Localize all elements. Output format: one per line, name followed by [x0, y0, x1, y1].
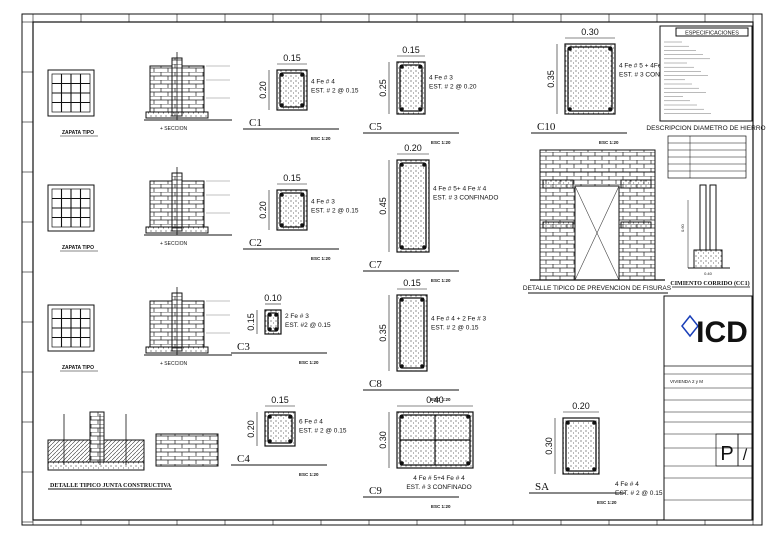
scale-label: ESC 1:20	[311, 256, 331, 261]
section-stirrups: EST. # 2 @ 0.20	[429, 83, 477, 90]
column-section-c10: 0.30 0.35 4 Fe # 5 + 4Fe # 4 EST. # 3 CONFI…	[531, 27, 684, 145]
junta-label: DETALLE TIPICO JUNTA CONSTRUCTIVA	[50, 483, 172, 489]
section-stirrups: EST. # 2 @ 0.15	[311, 207, 359, 214]
section-width-dim: 0.10	[264, 293, 282, 303]
section-stirrups: EST. #2 @ 0.15	[285, 322, 331, 329]
section-stirrups: EST. # 2 @ 0.15	[311, 87, 359, 94]
cimiento-corrido-detail: 0.60 0.40 CIMIENTO CORRIDO (CC1)	[670, 184, 750, 288]
section-width-dim: 0.40	[426, 395, 444, 405]
scale-label: ESC 1:20	[431, 397, 451, 402]
section-bars: 4 Fe # 4 + 2 Fe # 3	[431, 315, 486, 322]
frame-ticks	[22, 14, 754, 525]
svg-text:0.60: 0.60	[680, 223, 685, 232]
scale-label: ESC 1:20	[597, 500, 617, 505]
section-height-dim: 0.45	[378, 197, 388, 215]
section-width-dim: 0.15	[283, 173, 301, 183]
junta-constructiva-detail: DETALLE TIPICO JUNTA CONSTRUCTIVA	[47, 411, 219, 490]
column-section-sa: 0.20 0.30 4 Fe # 4 EST. # 2 @ 0.15 SA ESC 1:2…	[529, 401, 663, 505]
section-stirrups: EST. # 3 CONFINADO	[619, 71, 684, 78]
section-width-dim: 0.20	[404, 143, 422, 153]
section-label: + SECCION	[160, 361, 187, 367]
section-width-dim: 0.15	[403, 278, 421, 288]
logo-diamond-icon	[681, 314, 699, 338]
logo-text: ICD	[696, 316, 748, 349]
section-width-dim: 0.20	[572, 401, 590, 411]
section-width-dim: 0.30	[581, 27, 599, 37]
footing-detail: ZAPATA TIPO + SECCION	[47, 287, 232, 372]
section-height-dim: 0.30	[378, 431, 388, 449]
section-id: SA	[535, 481, 549, 493]
project-name: VIVIENDA 2 y M	[670, 379, 703, 384]
section-id: C5	[369, 121, 382, 133]
section-bars: 4 Fe # 5+ 4 Fe # 4	[433, 186, 487, 193]
section-label: + SECCION	[160, 241, 187, 247]
section-label: + SECCION	[160, 126, 187, 132]
section-height-dim: 0.20	[258, 81, 268, 99]
section-bars: 4 Fe # 4	[311, 78, 335, 85]
footing-detail: ZAPATA TIPO + SECCION	[47, 52, 232, 137]
section-stirrups: EST. # 2 @ 0.15	[615, 490, 663, 497]
section-id: C4	[237, 453, 250, 465]
section-stirrups: EST. # 2 @ 0.15	[431, 324, 479, 331]
scale-label: ESC 1:20	[431, 278, 451, 283]
fisuras-detail: DETALLE TIPICO DE PREVENCION DE FISURAS	[523, 149, 672, 294]
section-height-dim: 0.30	[544, 437, 554, 455]
scale-label: ESC 1:20	[599, 140, 619, 145]
section-id: C2	[249, 237, 262, 249]
scale-label: ESC 1:20	[431, 140, 451, 145]
scale-label: ESC 1:20	[431, 504, 451, 509]
footing-detail: ZAPATA TIPO + SECCION	[47, 167, 232, 252]
column-section-c9: 0.40 0.30 4 Fe # 5+4 Fe # 4 EST. # 3 CONFIN…	[363, 395, 474, 509]
section-width-dim: 0.15	[271, 395, 289, 405]
section-bars: 4 Fe # 3	[429, 74, 453, 81]
section-stirrups: EST. # 3 CONFINADO	[406, 484, 471, 491]
section-stirrups: EST. # 3 CONFINADO	[433, 195, 498, 202]
section-id: C1	[249, 117, 262, 129]
column-section-c7: 0.20 0.45 4 Fe # 5+ 4 Fe # 4 EST. # 3 CONFI…	[363, 143, 498, 283]
scale-label: ESC 1:20	[311, 136, 331, 141]
section-height-dim: 0.20	[246, 420, 256, 438]
hierro-title: DESCRIPCION DIAMETRO DE HIERRO	[646, 125, 765, 132]
section-bars: 4 Fe # 5 + 4Fe # 4	[619, 62, 673, 69]
section-bars: 4 Fe # 4	[615, 481, 639, 488]
section-height-dim: 0.15	[246, 313, 256, 331]
footing-label: ZAPATA TIPO	[62, 245, 94, 251]
sheet-slash: /	[743, 447, 748, 464]
section-id: C9	[369, 485, 382, 497]
scale-label: ESC 1:20	[299, 360, 319, 365]
section-height-dim: 0.25	[378, 79, 388, 97]
section-id: C10	[537, 121, 556, 133]
spec-title: ESPECIFICACIONES	[685, 31, 739, 37]
footing-label: ZAPATA TIPO	[62, 365, 94, 371]
section-height-dim: 0.35	[546, 70, 556, 88]
footing-label: ZAPATA TIPO	[62, 130, 94, 136]
section-bars: 6 Fe # 4	[299, 418, 323, 425]
section-height-dim: 0.20	[258, 201, 268, 219]
cimiento-label: CIMIENTO CORRIDO (CC1)	[670, 280, 749, 287]
scale-label: ESC 1:20	[299, 472, 319, 477]
title-block: ICD VIVIENDA 2 y M P /	[663, 295, 753, 521]
sheet-letter: P	[720, 443, 733, 465]
fisuras-label: DETALLE TIPICO DE PREVENCION DE FISURAS	[523, 285, 672, 292]
section-width-dim: 0.15	[283, 53, 301, 63]
section-bars: 4 Fe # 3	[311, 198, 335, 205]
section-bars: 4 Fe # 5+4 Fe # 4	[413, 475, 465, 482]
specifications-panel: ESPECIFICACIONES DESCRIPCION DIAMETRO DE…	[646, 25, 766, 179]
section-width-dim: 0.15	[402, 45, 420, 55]
column-section-c8: 0.15 0.35 4 Fe # 4 + 2 Fe # 3 EST. # 2 @ 0.…	[363, 278, 486, 402]
section-stirrups: EST. # 2 @ 0.15	[299, 427, 347, 434]
section-id: C8	[369, 378, 382, 390]
section-id: C7	[369, 259, 382, 271]
section-id: C3	[237, 341, 250, 353]
section-bars: 2 Fe # 3	[285, 313, 309, 320]
svg-text:0.40: 0.40	[704, 271, 713, 276]
section-height-dim: 0.35	[378, 324, 388, 342]
